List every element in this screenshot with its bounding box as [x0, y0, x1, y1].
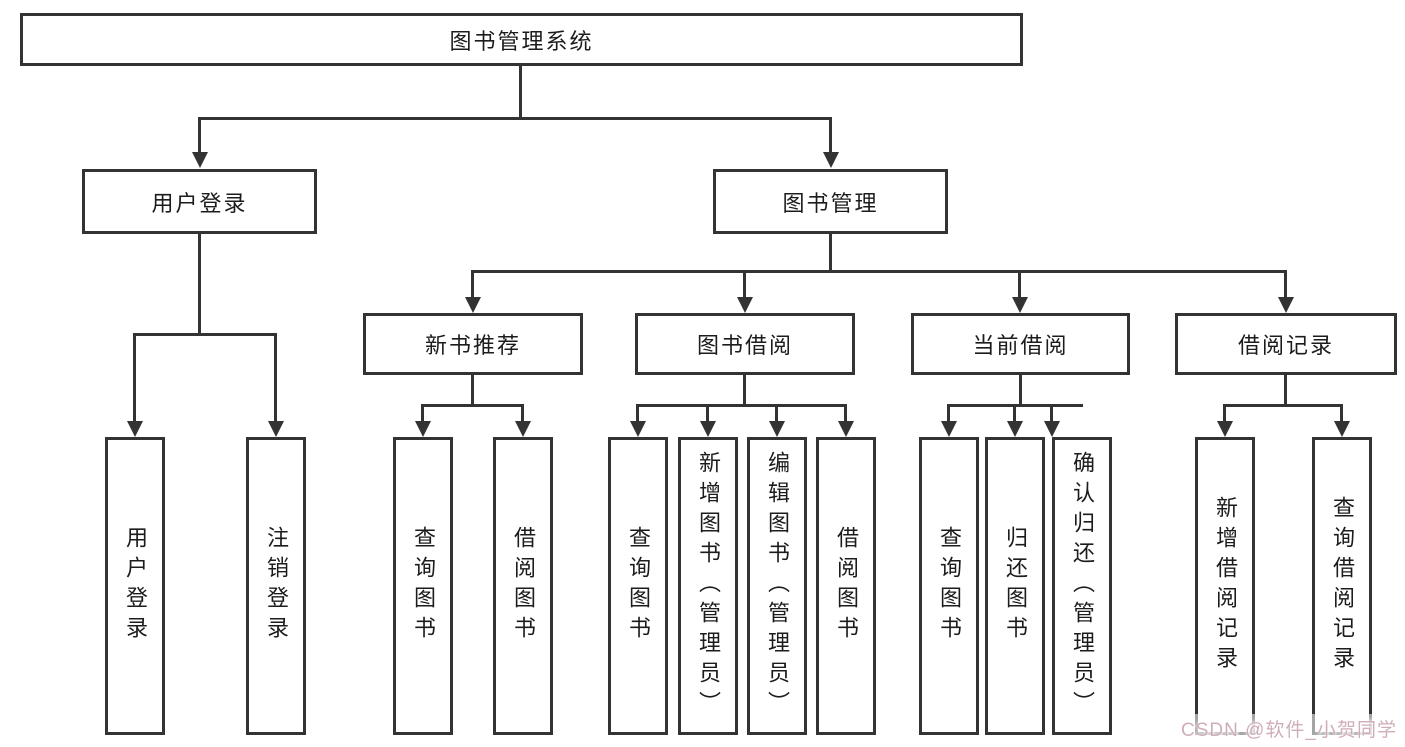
connector-user-login-horizontal	[133, 333, 277, 336]
connector-current-borrowing-stem	[1019, 375, 1022, 406]
leaf-add-borrow-record: 新增借阅记录	[1195, 437, 1255, 735]
node-borrow-records: 借阅记录	[1175, 313, 1397, 375]
tree-arrow	[521, 406, 524, 421]
connector-new-book-horizontal	[421, 404, 524, 407]
node-book-management: 图书管理	[713, 169, 948, 234]
tree-arrow	[421, 406, 424, 421]
leaf-query-books-recommend: 查询图书	[393, 437, 453, 735]
connector-book-borrowing-stem	[743, 375, 746, 406]
arrow-to-current-borrowing	[1018, 272, 1021, 297]
arrow-to-leaf-user-login	[133, 335, 136, 421]
leaf-edit-book-admin: 编辑图书（管理员）	[747, 437, 807, 735]
node-user-login: 用户登录	[82, 169, 317, 234]
tree-arrow	[706, 406, 709, 421]
connector-borrow-records-stem	[1284, 375, 1287, 406]
arrow-to-book-management	[829, 119, 832, 152]
leaf-query-borrow-record: 查询借阅记录	[1312, 437, 1372, 735]
node-current-borrowing: 当前借阅	[911, 313, 1130, 375]
leaf-add-book-admin: 新增图书（管理员）	[678, 437, 738, 735]
node-library-system: 图书管理系统	[20, 13, 1023, 66]
leaf-borrow-books-borrowing: 借阅图书	[816, 437, 876, 735]
tree-arrow	[947, 406, 950, 421]
tree-arrow	[1223, 406, 1226, 421]
leaf-user-login: 用户登录	[105, 437, 165, 735]
node-book-borrowing-label: 图书借阅	[696, 333, 793, 358]
node-book-borrowing: 图书借阅	[635, 313, 855, 375]
connector-book-management-horizontal	[471, 270, 1287, 273]
connector-book-borrowing-horizontal	[636, 404, 847, 407]
tree-arrow	[775, 406, 778, 421]
tree-arrow	[1013, 406, 1016, 421]
tree-arrow	[1340, 406, 1343, 421]
tree-arrow	[1050, 406, 1053, 421]
csdn-watermark: CSDN @软件_小贺同学	[1178, 714, 1400, 743]
connector-root-horizontal	[198, 117, 832, 120]
node-library-system-label: 图书管理系统	[449, 28, 594, 54]
leaf-query-books-borrowing: 查询图书	[608, 437, 668, 735]
connector-book-management-stem	[829, 233, 832, 272]
arrow-to-user-login	[198, 119, 201, 152]
node-new-book-recommend: 新书推荐	[363, 313, 583, 375]
connector-user-login-stem	[198, 233, 201, 335]
leaf-return-books: 归还图书	[985, 437, 1045, 735]
arrow-to-book-borrowing	[743, 272, 746, 297]
connector-new-book-stem	[471, 375, 474, 406]
node-current-borrowing-label: 当前借阅	[972, 333, 1069, 358]
node-borrow-records-label: 借阅记录	[1237, 333, 1334, 358]
node-user-login-label: 用户登录	[151, 190, 248, 216]
node-book-management-label: 图书管理	[782, 190, 879, 216]
connector-root-stem	[519, 66, 522, 119]
arrow-to-borrow-records	[1284, 272, 1287, 297]
arrow-to-leaf-logout	[274, 335, 277, 421]
tree-arrow	[636, 406, 639, 421]
leaf-query-books-current: 查询图书	[919, 437, 979, 735]
node-new-book-recommend-label: 新书推荐	[424, 333, 521, 358]
tree-arrow	[844, 406, 847, 421]
connector-borrow-records-horizontal	[1223, 404, 1343, 407]
arrow-to-new-book-recommend	[471, 272, 474, 297]
leaf-borrow-books-recommend: 借阅图书	[493, 437, 553, 735]
leaf-logout: 注销登录	[246, 437, 306, 735]
leaf-confirm-return-admin: 确认归还（管理员）	[1052, 437, 1112, 735]
